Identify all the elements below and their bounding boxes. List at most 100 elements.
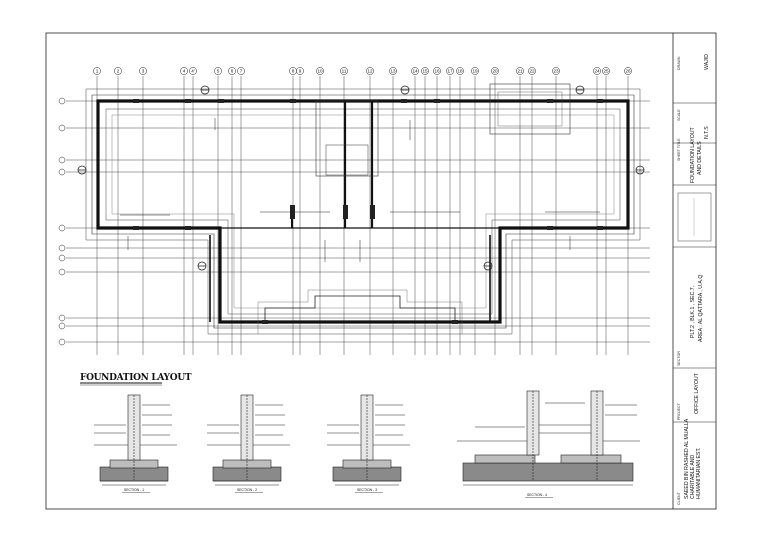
grid-bubble [114,67,122,75]
footing-inner-line-2 [111,114,615,309]
grid-bubble-label: 10 [317,69,323,74]
grid-bubble [58,97,66,105]
grid-bubble-label: 1 [96,69,99,74]
grid-lines-horizontal [66,100,650,343]
grid-bubble [340,67,348,75]
drawn-cell: DRAWN WAJID [677,54,710,70]
sector-label: SECTOR [677,351,681,366]
footing-inner-line [105,108,621,315]
grid-bubble-label: 4 [183,69,186,74]
grid-bubble-label: 2 [117,69,120,74]
grid-bubble [411,67,419,75]
grid-bubble [624,67,632,75]
scale-value: N.T.S [704,126,710,139]
sheet-title-cell: SHEET TITLE FOUNDATION LAYOUT AND DETAIL… [677,126,703,183]
section-1-label: SECTION - 1 [124,488,144,492]
dimension-marks [120,118,600,262]
grid-bubble [516,67,524,75]
grid-bubble [58,254,66,262]
grid-bubble [421,67,429,75]
grid-bubble-label: 9 [299,69,302,74]
grid-bubble-label: 21 [517,69,523,74]
section-detail-3: SECTION - 3 [327,394,410,493]
grid-bubble [433,67,441,75]
grid-bubble [93,67,101,75]
column-pads [133,99,603,324]
grid-bubble-label: 14 [412,69,418,74]
grid-bubble-label: 22 [529,69,535,74]
stair-core [315,100,379,177]
grid-bubble [58,124,66,132]
grid-bubble [552,67,560,75]
entrance-step [264,295,456,322]
section-detail-4: SECTION - 4 [457,390,640,498]
tank-block-inner [497,91,563,127]
drawn-value: WAJID [704,54,710,70]
grid-bubble-label: 23 [553,69,559,74]
client-line1: SAEED BIN RASHED AL MUALLA [684,418,690,499]
grid-bubble-label: 5 [217,69,220,74]
grid-bubble [58,322,66,330]
section-markers [77,85,645,271]
section-drawing [207,394,290,486]
grid-bubble-label: 13 [390,69,396,74]
layout-title: FOUNDATION LAYOUT [80,373,192,383]
grid-bubble-label: 16 [434,69,440,74]
grid-lines-vertical [96,76,629,355]
section-2-label: SECTION - 2 [237,488,257,492]
client-line2: CHARITABLE AND [690,454,696,499]
grid-bubble [180,67,188,75]
grid-bubble [316,67,324,75]
project-value: OFFICE LAYOUT [694,372,700,414]
sheet-title-label: SHEET TITLE [677,138,681,161]
entrance-step-outer [257,289,463,334]
company-stamp [677,192,712,242]
grid-bubble-label: 19 [472,69,478,74]
grid-bubble [228,67,236,75]
client-label: CLIENT [677,491,681,505]
sector-line1: PLT.2 , BLK.1 , SEC.7, [690,286,696,338]
grid-bubble-label: 4' [191,69,195,74]
grid-bubble-label: 15 [422,69,428,74]
grid-bubble [602,67,610,75]
title-block: DRAWN WAJID SCALE N.T.S SHEET TITLE FOUN… [673,54,716,505]
project-label: PROJECT [677,402,681,420]
grid-bubble [366,67,374,75]
section-drawing [457,390,640,486]
sector-cell: SECTOR PLT.2 , BLK.1 , SEC.7, AREA : AL … [677,275,704,366]
section-drawing [94,394,177,486]
sheet-title-line2: AND DETAILS [697,141,703,175]
tank-block [489,83,571,135]
section-detail-1: SECTION - 1 [94,394,177,493]
sheet-border [45,32,717,510]
grid-bubble [214,67,222,75]
grid-bubble [296,67,304,75]
foundation-inner-offset [91,94,635,329]
section-3-label: SECTION - 3 [357,488,377,492]
grid-bubble [593,67,601,75]
project-cell: PROJECT OFFICE LAYOUT [677,372,700,420]
grid-bubble [58,268,66,276]
drawn-label: DRAWN [677,56,681,70]
grid-bubble-label: 3 [142,69,145,74]
grid-bubble-label: 20 [492,69,498,74]
grid-bubble [471,67,479,75]
scale-cell: SCALE N.T.S [677,109,710,139]
grid-bubble-label: 7 [240,69,243,74]
grid-bubble-label: 11 [342,69,347,74]
grid-bubble [456,67,464,75]
grid-bubble-label: 6 [231,69,234,74]
grid-bubble [58,244,66,252]
section-detail-2: SECTION - 2 [207,394,290,493]
grid-bubble [189,67,197,75]
grid-bubble-label: 12 [367,69,373,74]
grid-bubble [58,224,66,232]
grid-bubble [58,314,66,322]
client-cell: CLIENT SAEED BIN RASHED AL MUALLA CHARIT… [677,418,702,505]
grid-bubble [58,168,66,176]
grid-bubble-label: 25 [603,69,609,74]
grid-bubble-label: 26 [625,69,631,74]
